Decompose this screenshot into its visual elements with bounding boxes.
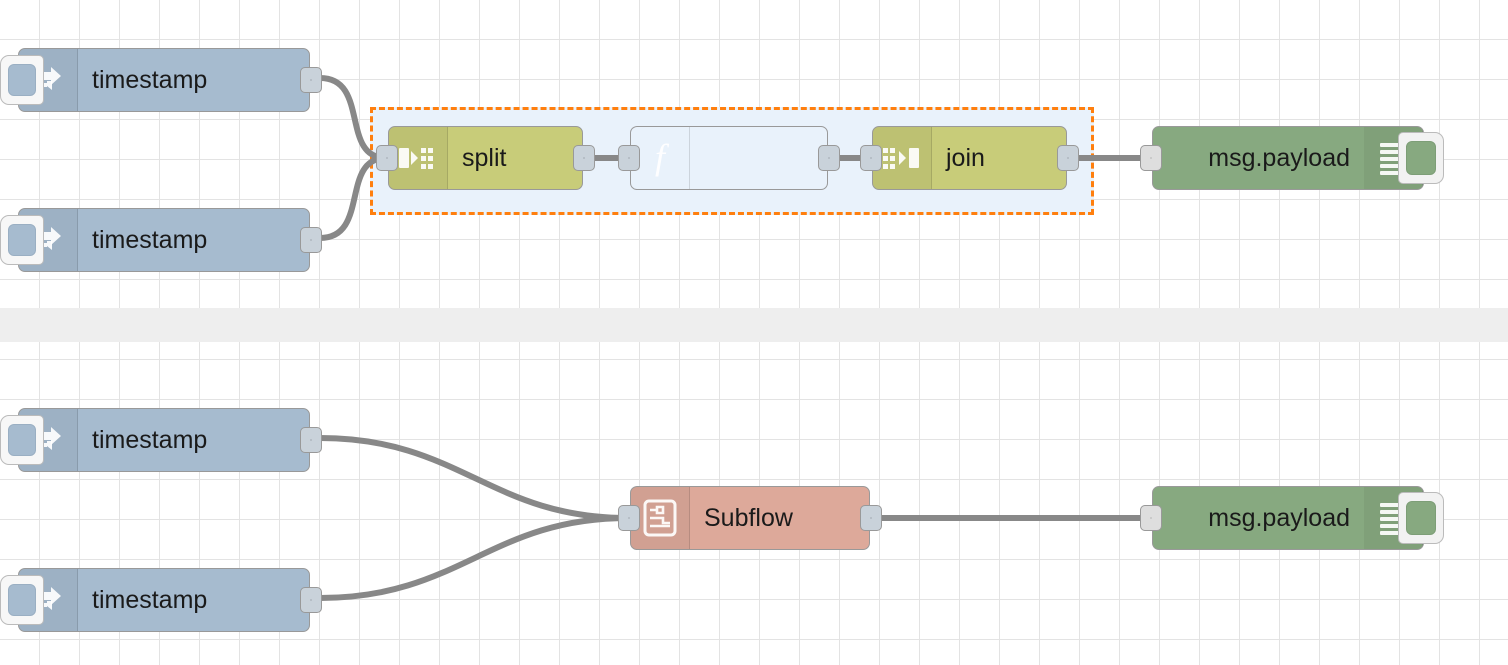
node-label: timestamp bbox=[92, 65, 208, 94]
node-join-join[interactable]: join bbox=[872, 126, 1067, 190]
node-label: msg.payload bbox=[1208, 503, 1350, 532]
port-pin bbox=[583, 157, 585, 159]
inject-trigger-button[interactable] bbox=[0, 55, 44, 105]
node-function[interactable]: f bbox=[630, 126, 828, 190]
wire-inject-4-to-subflow-1[interactable] bbox=[317, 515, 631, 601]
inject-trigger-button[interactable] bbox=[0, 215, 44, 265]
join-icon bbox=[873, 127, 932, 189]
output-port[interactable] bbox=[818, 145, 840, 171]
port-pin bbox=[628, 157, 630, 159]
function-icon: f bbox=[631, 127, 690, 189]
port-pin bbox=[870, 157, 872, 159]
input-port[interactable] bbox=[1140, 505, 1162, 531]
port-pin bbox=[870, 517, 872, 519]
flow-separator-band bbox=[0, 308, 1508, 342]
output-port[interactable] bbox=[1057, 145, 1079, 171]
node-label: timestamp bbox=[92, 225, 208, 254]
output-port[interactable] bbox=[573, 145, 595, 171]
port-pin bbox=[828, 157, 830, 159]
node-debug-msg-payload[interactable]: msg.payload bbox=[1152, 126, 1424, 190]
inject-button-face bbox=[8, 584, 36, 616]
inject-trigger-button[interactable] bbox=[0, 415, 44, 465]
port-pin bbox=[628, 517, 630, 519]
output-port[interactable] bbox=[300, 427, 322, 453]
output-port[interactable] bbox=[300, 67, 322, 93]
port-pin bbox=[310, 239, 312, 241]
svg-text:f: f bbox=[655, 138, 670, 177]
input-port[interactable] bbox=[376, 145, 398, 171]
port-pin bbox=[1150, 157, 1152, 159]
node-inject-timestamp[interactable]: timestamp bbox=[18, 408, 310, 472]
node-split-split[interactable]: split bbox=[388, 126, 583, 190]
output-port[interactable] bbox=[300, 227, 322, 253]
node-inject-timestamp[interactable]: timestamp bbox=[18, 568, 310, 632]
inject-trigger-button[interactable] bbox=[0, 575, 44, 625]
node-label bbox=[690, 127, 827, 189]
node-subflow-subflow[interactable]: Subflow bbox=[630, 486, 870, 550]
node-label: Subflow bbox=[704, 503, 793, 532]
node-label: timestamp bbox=[92, 425, 208, 454]
output-port[interactable] bbox=[300, 587, 322, 613]
inject-button-face bbox=[8, 224, 36, 256]
node-inject-timestamp[interactable]: timestamp bbox=[18, 48, 310, 112]
debug-button-face bbox=[1406, 141, 1436, 175]
input-port[interactable] bbox=[1140, 145, 1162, 171]
wire-inject-3-to-subflow-1[interactable] bbox=[317, 435, 631, 521]
port-pin bbox=[386, 157, 388, 159]
input-port[interactable] bbox=[618, 145, 640, 171]
inject-button-face bbox=[8, 424, 36, 456]
debug-toggle-button[interactable] bbox=[1398, 132, 1444, 184]
inject-button-face bbox=[8, 64, 36, 96]
output-port[interactable] bbox=[860, 505, 882, 531]
debug-toggle-button[interactable] bbox=[1398, 492, 1444, 544]
debug-button-face bbox=[1406, 501, 1436, 535]
node-debug-msg-payload[interactable]: msg.payload bbox=[1152, 486, 1424, 550]
split-icon bbox=[389, 127, 448, 189]
subflow-icon bbox=[631, 487, 690, 549]
input-port[interactable] bbox=[860, 145, 882, 171]
port-pin bbox=[310, 79, 312, 81]
node-label: split bbox=[462, 143, 507, 172]
node-label: join bbox=[946, 143, 985, 172]
port-pin bbox=[310, 439, 312, 441]
node-inject-timestamp[interactable]: timestamp bbox=[18, 208, 310, 272]
input-port[interactable] bbox=[618, 505, 640, 531]
port-pin bbox=[310, 599, 312, 601]
port-pin bbox=[1150, 517, 1152, 519]
node-label: msg.payload bbox=[1208, 143, 1350, 172]
node-label: timestamp bbox=[92, 585, 208, 614]
port-pin bbox=[1067, 157, 1069, 159]
